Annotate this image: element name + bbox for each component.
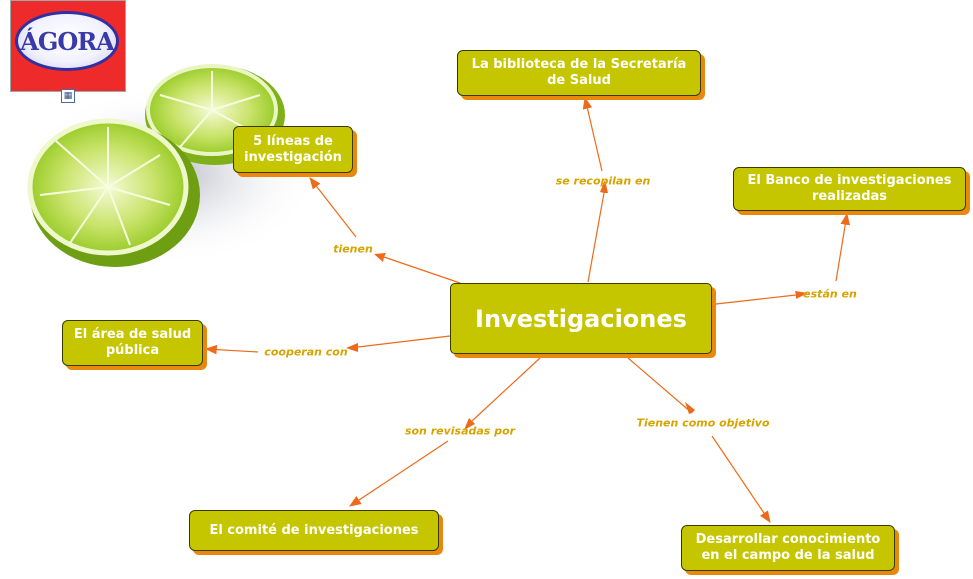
- edge-cooperan-1: [357, 335, 451, 348]
- edge-objetivo-2: [711, 435, 771, 523]
- link-label-estan: están en: [803, 287, 857, 301]
- node-investigaciones[interactable]: Investigaciones: [450, 283, 712, 354]
- agora-logo: ÁGORA: [10, 0, 126, 92]
- hierarchy-icon[interactable]: ▦: [61, 89, 75, 103]
- edge-tienen-2: [309, 177, 357, 238]
- logo-text: ÁGORA: [20, 26, 115, 56]
- edge-cooperan-2: [204, 344, 259, 355]
- node-banco[interactable]: El Banco de investigaciones realizadas: [733, 167, 966, 211]
- node-lineas[interactable]: 5 líneas de investigación: [233, 126, 353, 173]
- link-label-recopilan: se recopilan en: [555, 174, 651, 188]
- logo-oval: ÁGORA: [15, 11, 119, 71]
- edge-revisadas-2: [348, 440, 449, 507]
- node-comite[interactable]: El comité de investigaciones: [189, 510, 439, 551]
- node-area[interactable]: El área de salud pública: [62, 320, 203, 366]
- edge-objetivo-1: [627, 357, 693, 414]
- node-desarrollar[interactable]: Desarrollar conocimiento en el campo de …: [681, 525, 895, 571]
- edge-estan-2: [835, 212, 850, 282]
- edge-estan-1: [715, 294, 797, 305]
- link-label-tienen: tienen: [333, 242, 373, 256]
- link-label-revisadas: son revisadas por: [404, 424, 516, 438]
- edge-revisadas-1: [471, 357, 541, 422]
- link-label-objetivo: Tienen como objetivo: [636, 416, 770, 430]
- node-biblioteca[interactable]: La biblioteca de la Secretaría de Salud: [457, 50, 701, 96]
- link-label-cooperan: cooperan con: [264, 345, 348, 359]
- edge-tienen-1: [383, 256, 461, 284]
- edge-recopilan-2: [582, 96, 603, 172]
- edge-recopilan-1: [587, 192, 605, 283]
